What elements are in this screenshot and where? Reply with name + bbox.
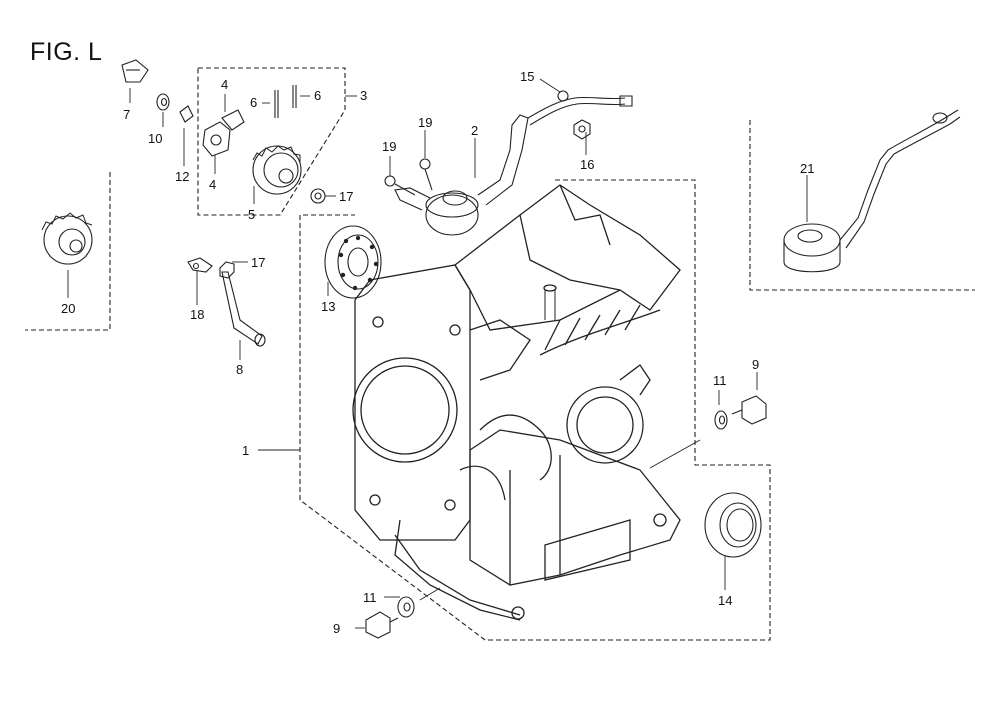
callout-1: 1	[242, 443, 250, 458]
callout-14: 14	[718, 593, 733, 608]
ball-bearing	[324, 225, 382, 299]
oil-seal	[704, 492, 762, 558]
callout-10: 10	[148, 131, 163, 146]
governor-gear	[41, 212, 93, 265]
callout-2: 2	[471, 123, 479, 138]
breather-tube-8	[221, 271, 266, 347]
callout-6-right: 6	[314, 88, 322, 103]
washer-11-bottom	[397, 596, 415, 618]
figure-title: FIG. L	[30, 38, 103, 66]
bolt-19-upper	[419, 158, 433, 191]
washer-17-upper	[310, 188, 326, 204]
callout-21: 21	[800, 161, 815, 176]
callout-20: 20	[61, 301, 76, 316]
callout-13: 13	[321, 299, 336, 314]
callout-11-bottom: 11	[363, 590, 377, 605]
callout-15: 15	[520, 69, 535, 84]
group-frame-gear-20	[25, 172, 111, 331]
pump-pin-left	[274, 90, 279, 118]
callout-12: 12	[175, 169, 190, 184]
callout-9-bottom: 9	[333, 621, 341, 636]
plug-7	[121, 59, 149, 83]
washer-11-right	[714, 410, 728, 430]
nut-17-lower	[219, 261, 235, 279]
bolt-19-lower	[384, 175, 416, 196]
group-frame-crankcase	[299, 179, 771, 641]
leader-lines	[67, 78, 808, 629]
callout-3: 3	[360, 88, 368, 103]
oil-pump-gear	[252, 145, 302, 195]
nut-16	[573, 119, 591, 140]
callout-9-right: 9	[752, 357, 760, 372]
switch-wire-15	[527, 90, 633, 126]
clamp-18	[187, 257, 213, 273]
callout-6-left: 6	[250, 95, 258, 110]
callout-17-lower: 17	[251, 255, 266, 270]
callout-4-upper: 4	[221, 77, 229, 92]
oil-level-switch	[394, 114, 529, 236]
oil-sensor	[783, 109, 961, 273]
callout-5: 5	[248, 207, 256, 222]
callout-4-lower: 4	[209, 177, 217, 192]
group-frame-oil-sensor	[749, 120, 975, 291]
callout-19-lower: 19	[382, 139, 397, 154]
bolt-9-bottom	[365, 611, 399, 639]
callout-19-upper: 19	[418, 115, 433, 130]
oil-pump-rotor	[202, 109, 245, 157]
callout-7: 7	[123, 107, 131, 122]
callout-11-right: 11	[713, 373, 727, 388]
group-frame-oil-pump	[197, 67, 346, 216]
clip-12	[179, 105, 194, 123]
callout-18: 18	[190, 307, 205, 322]
callout-8: 8	[236, 362, 244, 377]
callout-17-upper: 17	[339, 189, 354, 204]
bolt-9-right	[731, 395, 767, 425]
washer-10	[156, 93, 170, 111]
crankcase-body	[352, 184, 681, 621]
callout-16: 16	[580, 157, 595, 172]
pump-pin-right	[292, 85, 297, 108]
